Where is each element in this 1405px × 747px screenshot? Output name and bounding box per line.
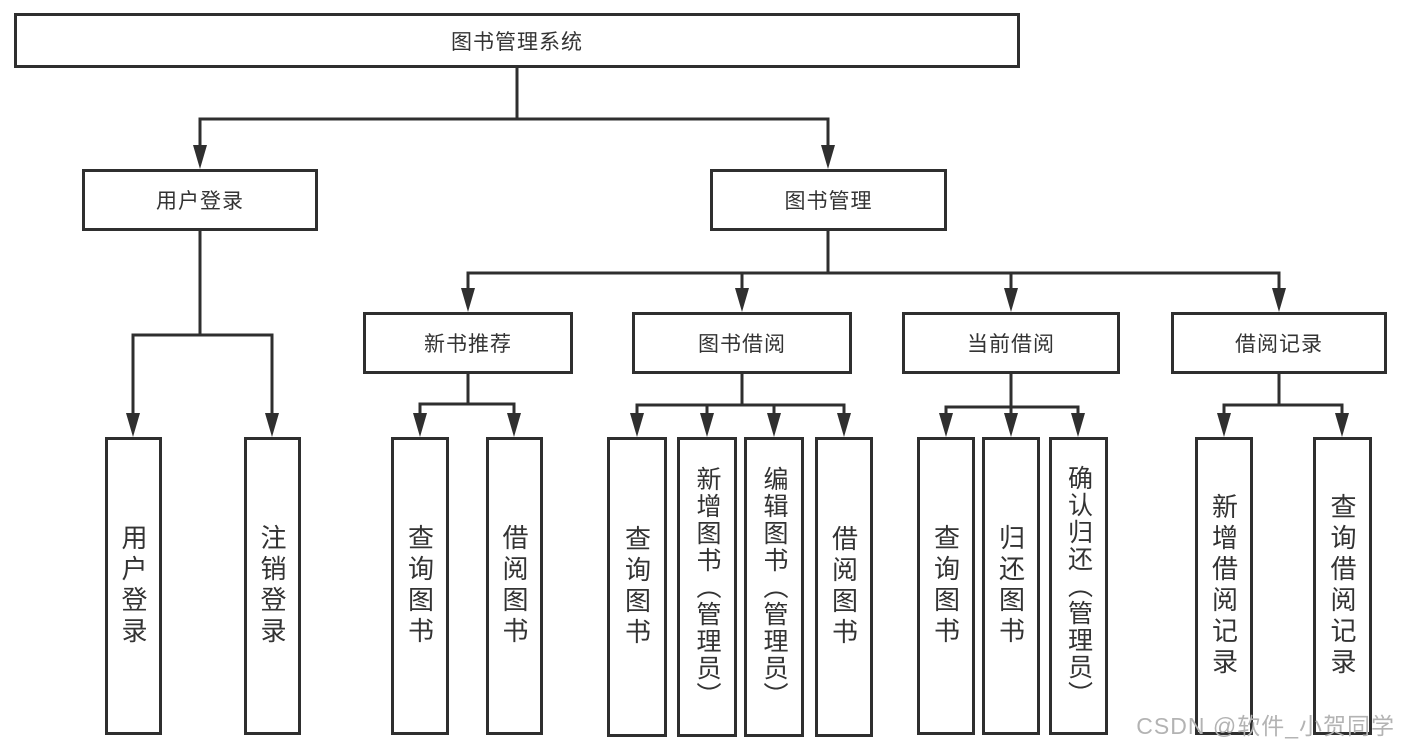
node-book-borrowing: 图书借阅 — [632, 312, 852, 374]
node-leaf-query-books-recommend: 查询图书 — [391, 437, 449, 735]
node-book-management: 图书管理 — [710, 169, 947, 231]
node-borrow-records: 借阅记录 — [1171, 312, 1387, 374]
node-new-book-recommend: 新书推荐 — [363, 312, 573, 374]
node-leaf-borrow-books-recommend: 借阅图书 — [486, 437, 543, 735]
node-label: 归还图书 — [995, 524, 1026, 648]
node-label: 新增图书（管理员） — [693, 465, 721, 709]
node-label: 借阅图书 — [828, 525, 859, 649]
node-leaf-query-borrow-record: 查询借阅记录 — [1313, 437, 1372, 735]
node-current-borrowing: 当前借阅 — [902, 312, 1120, 374]
node-label: 查询图书 — [621, 525, 652, 649]
node-label: 图书管理 — [784, 190, 873, 213]
node-leaf-query-books-current: 查询图书 — [917, 437, 975, 735]
node-leaf-return-books: 归还图书 — [982, 437, 1040, 735]
node-leaf-add-book-admin: 新增图书（管理员） — [677, 437, 737, 737]
node-leaf-borrow-books: 借阅图书 — [815, 437, 873, 737]
node-label: 借阅图书 — [499, 524, 529, 648]
node-label: 当前借阅 — [967, 333, 1055, 356]
node-label: 编辑图书（管理员） — [760, 465, 788, 709]
node-leaf-confirm-return-admin: 确认归还（管理员） — [1049, 437, 1108, 735]
node-leaf-user-login: 用户登录 — [105, 437, 162, 735]
node-label: 用户登录 — [156, 190, 244, 213]
node-label: 图书管理系统 — [451, 30, 583, 54]
node-label: 查询图书 — [404, 524, 435, 648]
node-leaf-query-books-borrowing: 查询图书 — [607, 437, 667, 737]
node-label: 查询借阅记录 — [1327, 493, 1357, 679]
node-leaf-add-borrow-record: 新增借阅记录 — [1195, 437, 1253, 735]
node-label: 新书推荐 — [424, 333, 512, 356]
node-label: 用户登录 — [118, 524, 148, 648]
csdn-watermark: CSDN @软件_小贺同学 — [1136, 713, 1395, 739]
node-library-management-system: 图书管理系统 — [14, 13, 1020, 68]
node-label: 注销登录 — [257, 524, 287, 648]
node-user-login: 用户登录 — [82, 169, 318, 231]
node-label: 借阅记录 — [1235, 333, 1323, 356]
node-leaf-edit-book-admin: 编辑图书（管理员） — [744, 437, 804, 737]
node-label: 新增借阅记录 — [1208, 493, 1239, 679]
node-leaf-logout: 注销登录 — [244, 437, 301, 735]
node-label: 查询图书 — [930, 524, 961, 648]
node-label: 确认归还（管理员） — [1064, 464, 1093, 708]
node-label: 图书借阅 — [698, 333, 786, 356]
